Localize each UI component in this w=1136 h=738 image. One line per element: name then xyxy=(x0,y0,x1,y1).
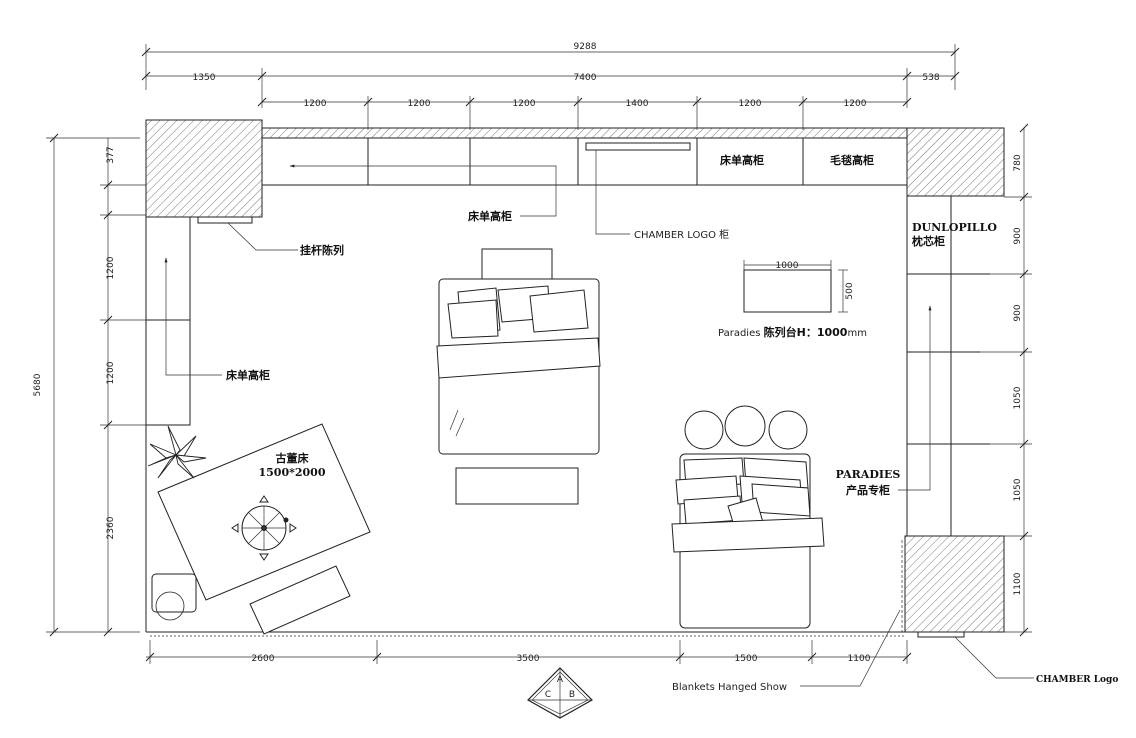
top-wall-strip xyxy=(261,127,908,139)
dim-cab-1: 1200 xyxy=(304,99,327,109)
dim-top-seg-3: 538 xyxy=(922,73,939,83)
chamber-logo-sign xyxy=(585,142,691,151)
dim-top-seg-2: 7400 xyxy=(574,73,597,83)
left-dimension-chain: 5680 377 1200 1200 2360 xyxy=(33,133,146,637)
label-chamber-logo-cabinet: CHAMBER LOGO 柜 xyxy=(634,228,729,241)
dim-top-total: 9288 xyxy=(574,42,597,52)
label-display-table-main: 陈列台H：1000 xyxy=(764,325,848,339)
label-blanket-cabinet: 毛毯高柜 xyxy=(830,153,874,167)
bed-bench xyxy=(249,565,351,635)
label-pillow-cabinet: 枕芯柜 xyxy=(912,234,945,248)
dim-display-table-w: 1000 xyxy=(776,261,799,271)
label-display-table-prefix: Paradies xyxy=(718,328,764,339)
label-hanging-rod: 挂杆陈列 xyxy=(300,243,344,257)
label-paradies: PARADIES xyxy=(836,468,901,481)
top-cabinets: 床单高柜 毛毯高柜 床单高柜 CHAMBER LOGO 柜 xyxy=(261,137,908,241)
dim-left-seg-2: 1200 xyxy=(106,256,116,279)
chandelier-icon xyxy=(231,495,297,561)
dim-left-seg-4: 2360 xyxy=(106,516,116,539)
right-bed xyxy=(671,405,825,629)
top-left-column xyxy=(145,119,263,218)
label-display-table: Paradies 陈列台H：1000mm xyxy=(718,325,867,339)
label-dunlopillo: DUNLOPILLO xyxy=(912,221,997,234)
side-stool xyxy=(151,573,197,613)
label-antique-bed-size: 1500*2000 xyxy=(259,466,326,479)
antique-bed: 古董床 1500*2000 xyxy=(147,423,371,635)
dim-bottom-seg-1: 2600 xyxy=(252,654,275,664)
label-bedsheet-cabinet-left: 床单高柜 xyxy=(226,368,270,382)
dim-right-seg-1: 780 xyxy=(1013,154,1023,171)
compass-b: B xyxy=(569,690,575,700)
dim-cab-6: 1200 xyxy=(844,99,867,109)
label-paradies-counter: 产品专柜 xyxy=(846,483,890,497)
dim-right-seg-4: 1050 xyxy=(1013,386,1023,409)
dim-right-seg-3: 900 xyxy=(1013,304,1023,321)
dim-left-seg-3: 1200 xyxy=(106,361,116,384)
label-bedsheet-cabinet-center: 床单高柜 xyxy=(468,209,512,223)
dim-top-seg-1: 1350 xyxy=(193,73,216,83)
hanging-rod: 挂杆陈列 xyxy=(197,216,344,257)
label-chamber-logo: CHAMBER Logo xyxy=(1036,675,1118,685)
top-dimension-chain: 9288 1350 7400 538 1200 1200 1200 1400 1… xyxy=(141,42,960,130)
right-cabinets: DUNLOPILLO 枕芯柜 PARADIES 产品专柜 xyxy=(836,195,1004,537)
compass-a: A xyxy=(557,675,564,685)
compass-c: C xyxy=(545,690,551,700)
bottom-leaders: Blankets Hanged Show CHAMBER Logo xyxy=(672,540,1118,693)
label-bedsheet-cabinet-top: 床单高柜 xyxy=(720,153,764,167)
dim-cab-4: 1400 xyxy=(626,99,649,109)
section-compass-icon: A B C xyxy=(527,667,593,719)
center-bed xyxy=(436,248,601,505)
dim-left-seg-1: 377 xyxy=(106,146,116,163)
dim-cab-3: 1200 xyxy=(513,99,536,109)
dim-right-seg-5: 1050 xyxy=(1013,478,1023,501)
dim-bottom-seg-4: 1100 xyxy=(848,654,871,664)
dim-right-seg-2: 900 xyxy=(1013,227,1023,244)
dim-bottom-seg-3: 1500 xyxy=(735,654,758,664)
bottom-right-column xyxy=(904,535,1005,633)
dim-left-total: 5680 xyxy=(33,373,43,396)
label-antique-bed: 古董床 xyxy=(276,451,310,465)
right-dimension-chain: 780 900 900 1050 1050 1100 xyxy=(980,123,1032,637)
dim-cab-2: 1200 xyxy=(408,99,431,109)
plant-icon xyxy=(147,425,207,479)
top-right-column xyxy=(906,127,1005,197)
dim-cab-5: 1200 xyxy=(739,99,762,109)
dim-display-table-h: 500 xyxy=(845,282,855,299)
display-table: 1000 500 Paradies 陈列台H：1000mm xyxy=(718,260,867,339)
label-blankets-hanged-show: Blankets Hanged Show xyxy=(672,682,787,693)
bottom-dimension-chain: 2600 3500 1500 1100 xyxy=(145,640,912,664)
label-display-table-unit: mm xyxy=(847,328,866,339)
left-cabinets: 床单高柜 xyxy=(145,216,270,426)
dim-right-seg-6: 1100 xyxy=(1013,572,1023,595)
dim-bottom-seg-2: 3500 xyxy=(517,654,540,664)
